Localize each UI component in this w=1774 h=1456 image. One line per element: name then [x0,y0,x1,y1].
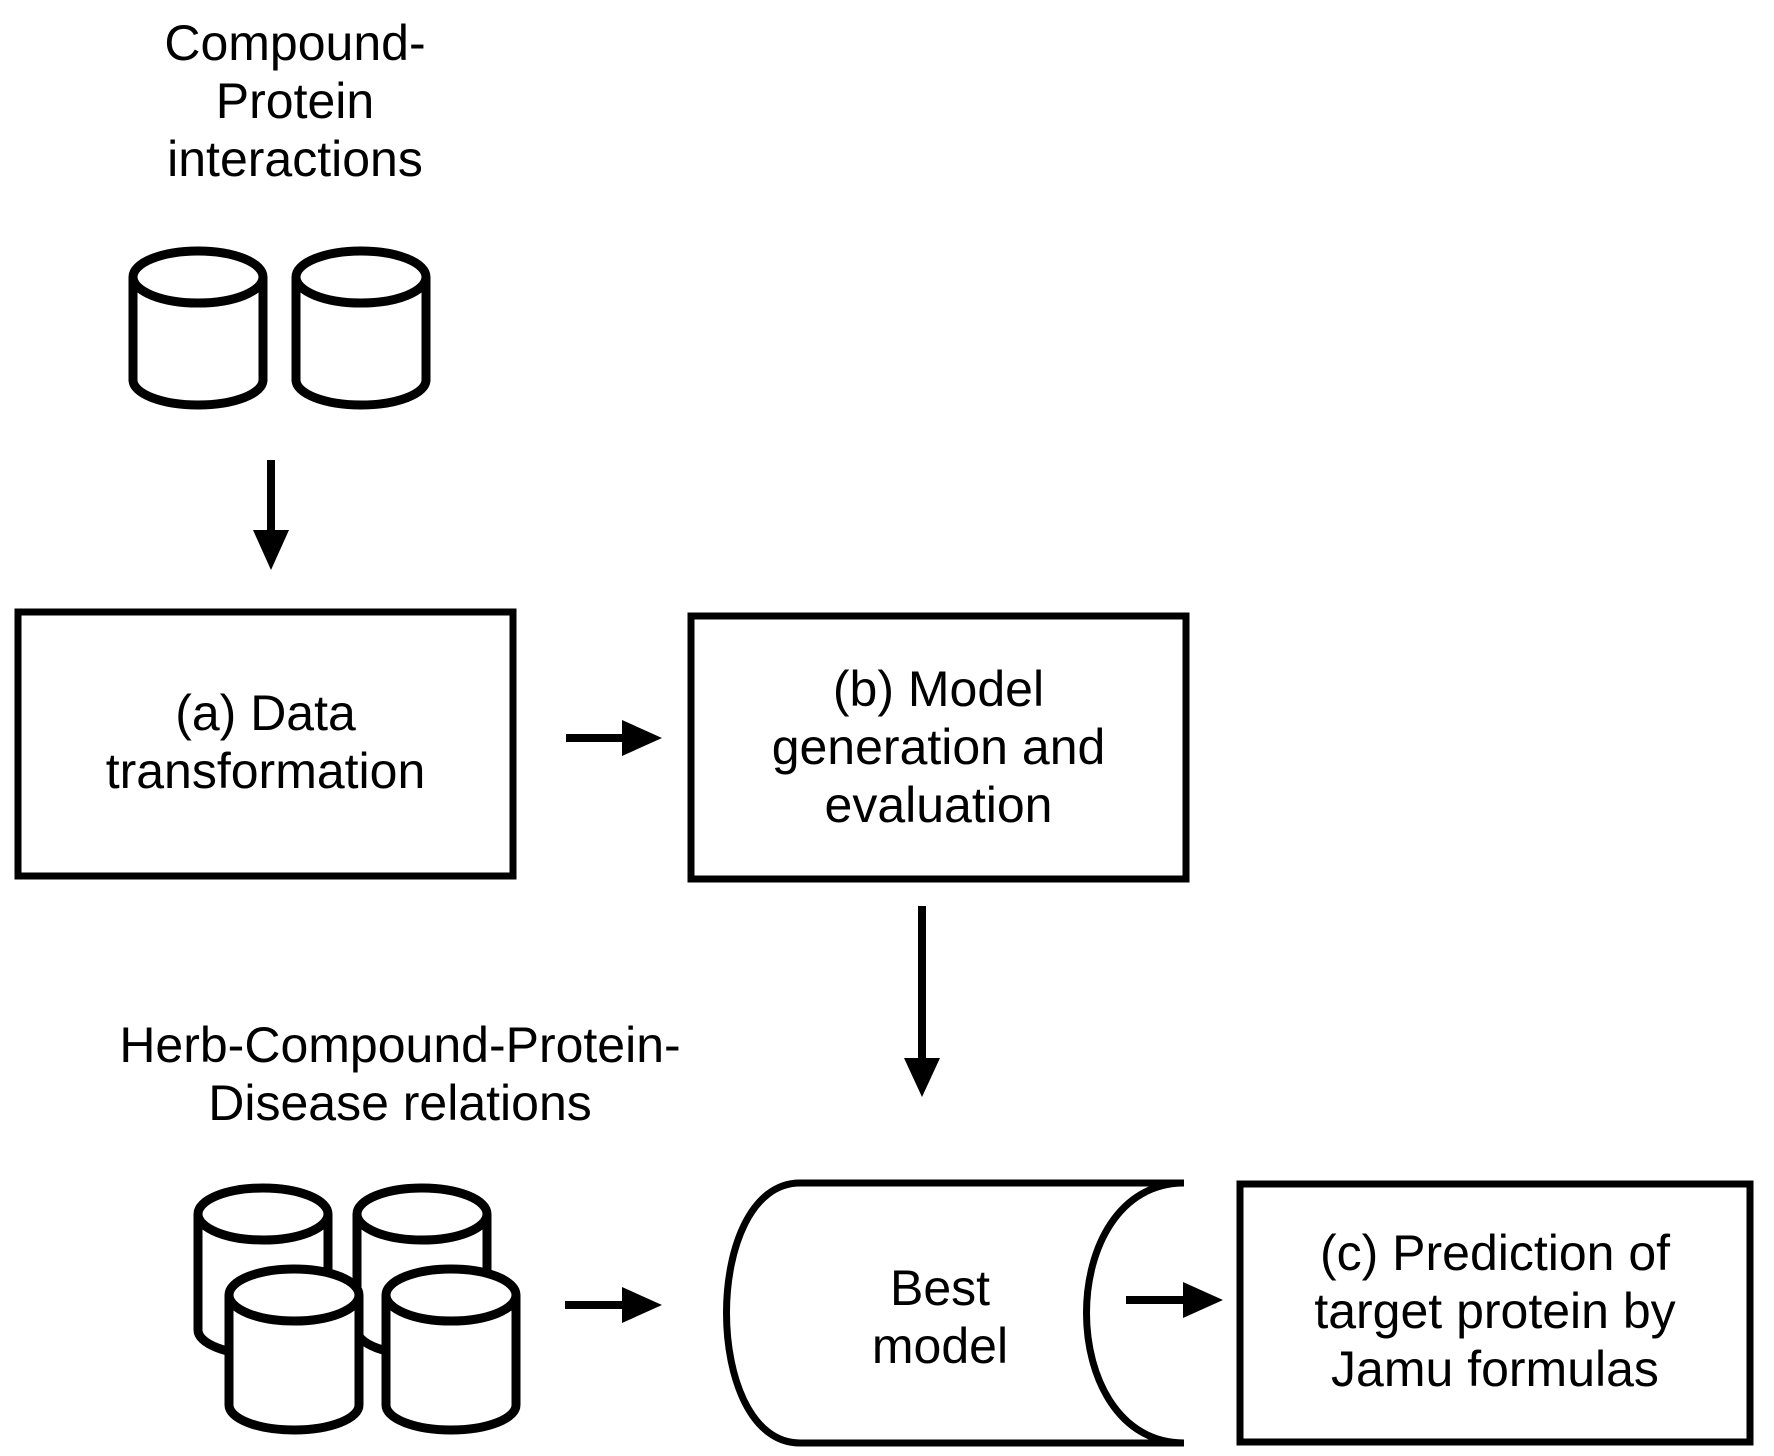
model-generation-box [687,612,1190,883]
label-line: Compound- [164,15,426,71]
label-line: transformation [105,743,426,799]
database-icon [381,1264,521,1435]
arrow-icon [565,1287,662,1323]
model-generation-label: (b) Model generation and evaluation [691,660,1186,834]
data-transformation-box [14,608,517,880]
herb-relations-label: Herb-Compound-Protein- Disease relations [90,1016,710,1132]
arrow-icon [566,720,662,756]
data-transformation-label: (a) Data transformation [18,684,513,800]
prediction-box [1236,1180,1754,1446]
label-line: Best [889,1260,991,1316]
label-line: Jamu formulas [1331,1341,1659,1397]
label-line: generation and [771,719,1106,775]
best-model-label: Best model [790,1259,1090,1375]
label-line: Protein [215,73,375,129]
label-line: (c) Prediction of [1319,1225,1671,1281]
label-line: model [871,1318,1009,1374]
label-line: evaluation [824,777,1053,833]
herb-relations-databases [193,1183,521,1435]
arrow-icon [253,460,289,570]
label-line: Disease relations [208,1075,592,1131]
arrow-icon [1126,1282,1223,1318]
label-line: interactions [167,131,423,187]
label-line: (a) Data [175,685,356,741]
label-line: (b) Model [832,661,1045,717]
prediction-label: (c) Prediction of target protein by Jamu… [1240,1224,1750,1398]
arrow-icon [904,906,940,1097]
best-model-shape [723,1179,1185,1447]
label-line: target protein by [1314,1283,1676,1339]
label-line: Herb-Compound-Protein- [119,1017,681,1073]
compound-protein-label: Compound- Protein interactions [95,14,495,188]
database-icon [291,246,431,410]
database-icon [128,246,268,410]
compound-protein-databases [128,246,431,410]
database-icon [224,1264,364,1435]
